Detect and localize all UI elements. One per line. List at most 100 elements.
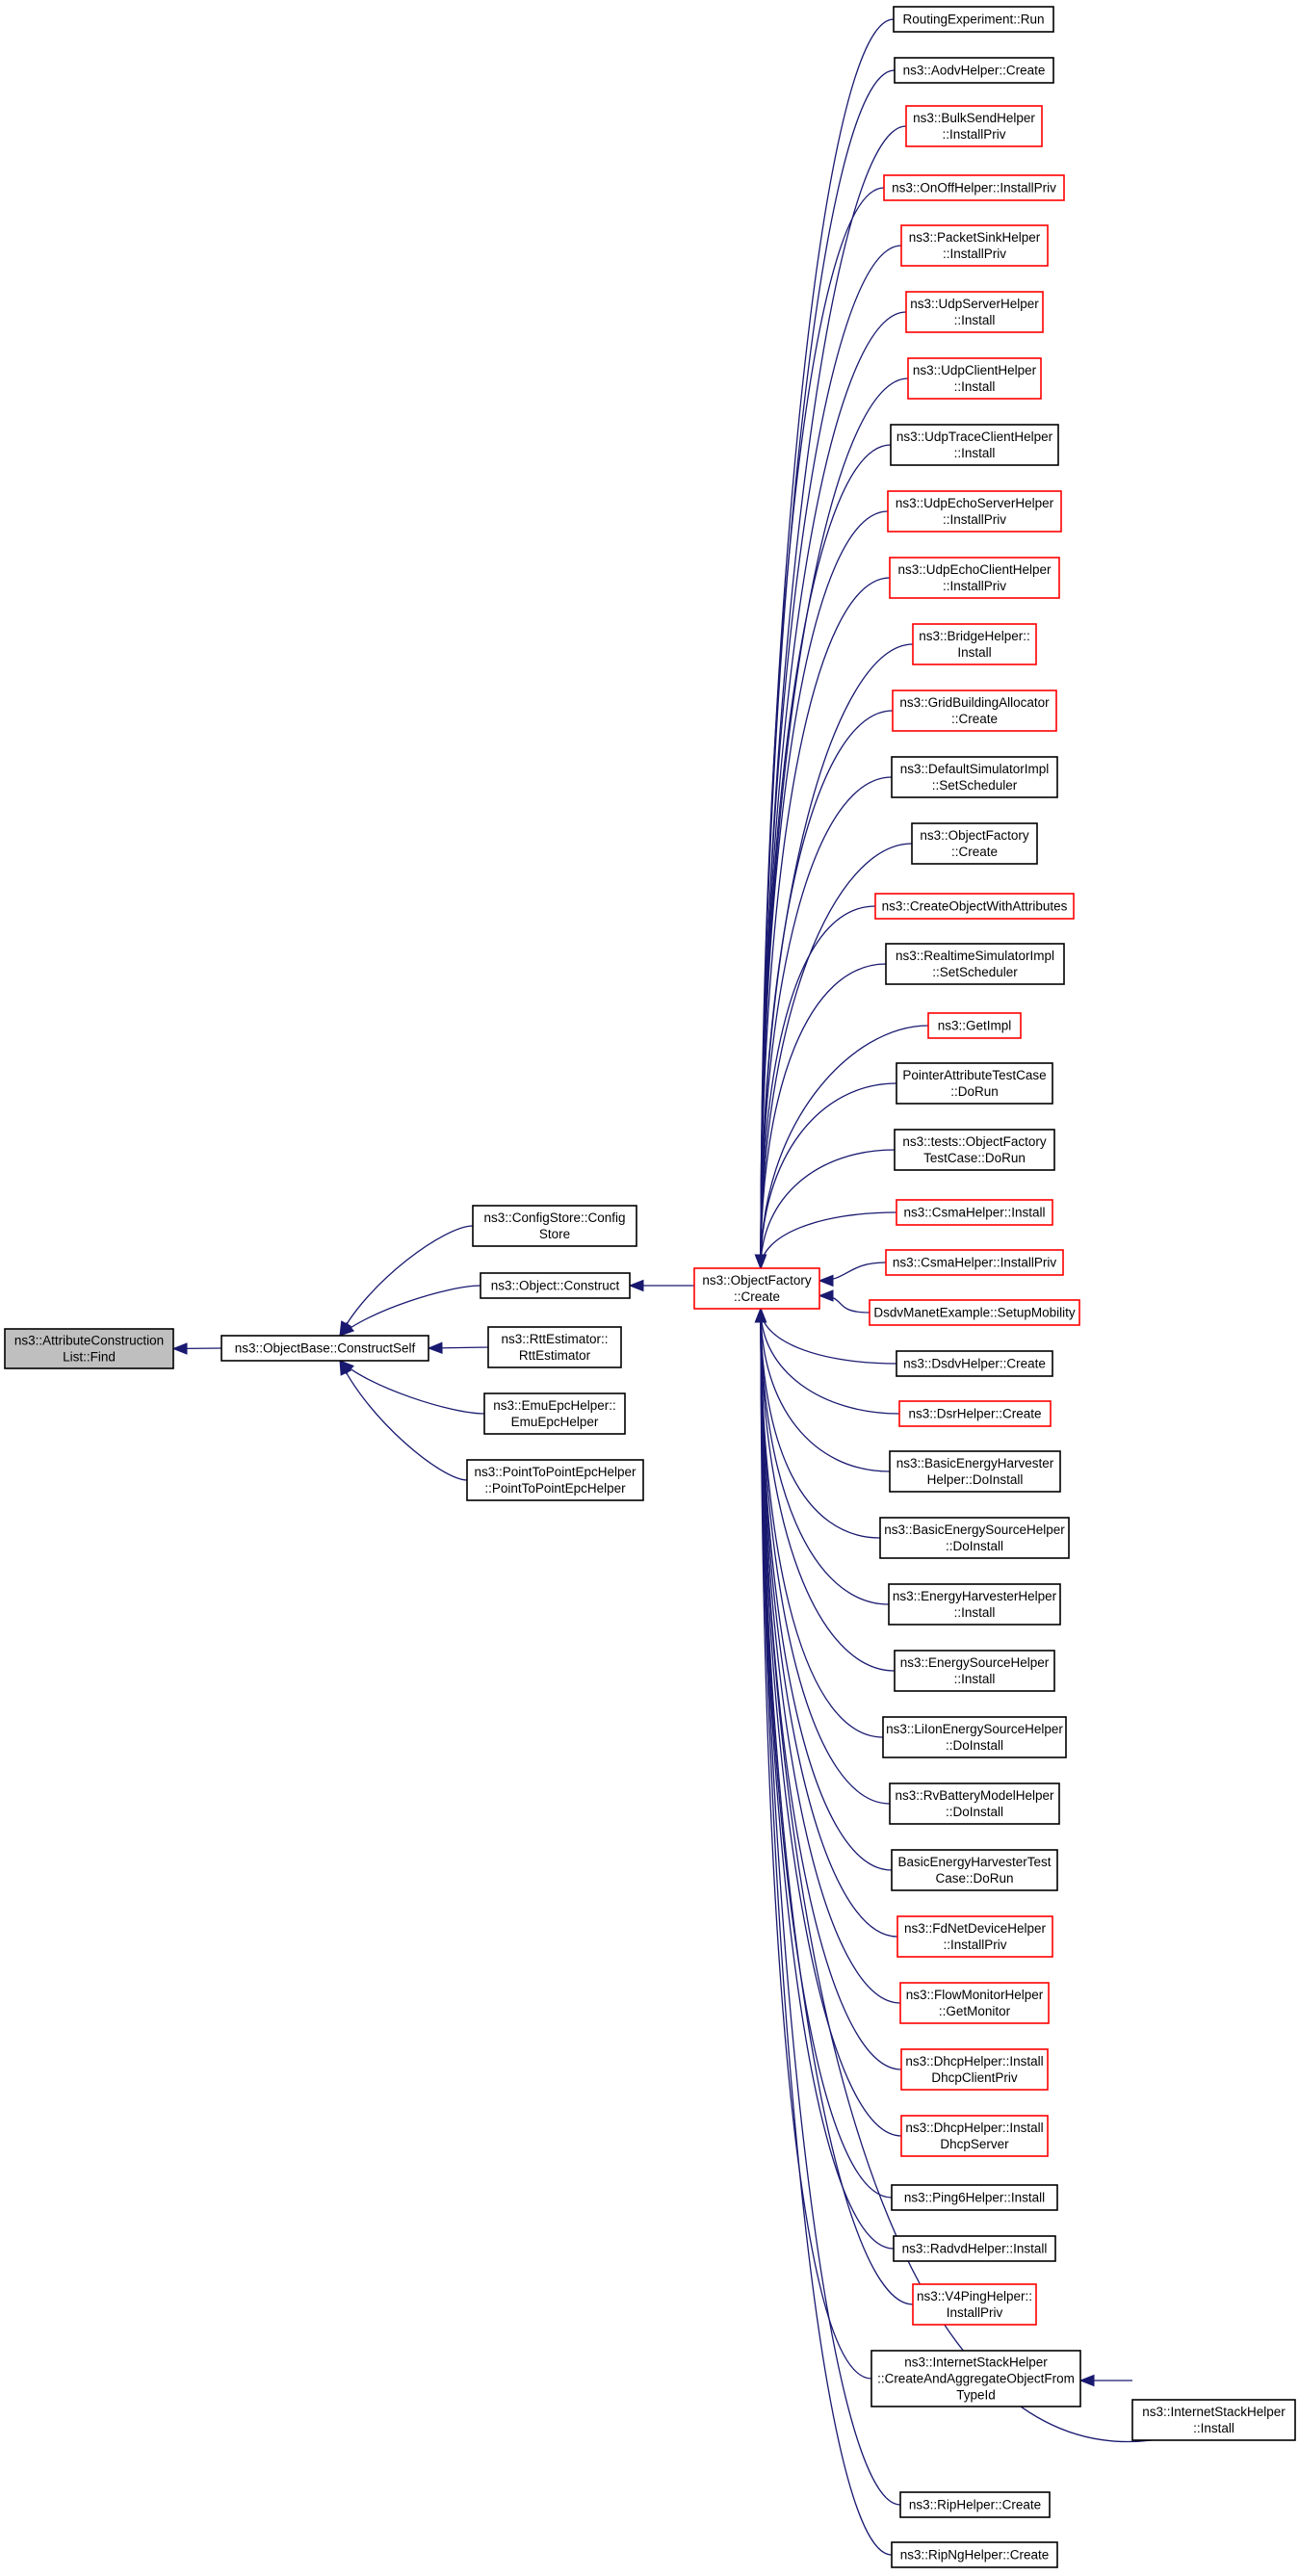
node-p2p_epc-label-1: ::PointToPointEpcHelper <box>484 1481 626 1496</box>
node-c33-box <box>899 1982 1050 2024</box>
node-c27[interactable]: ns3::EnergyHarvesterHelper::Install <box>888 1583 1061 1626</box>
node-c24-box <box>898 1400 1052 1427</box>
node-c29-box <box>882 1716 1067 1758</box>
node-c03[interactable]: ns3::BulkSendHelper::InstallPriv <box>905 105 1043 147</box>
node-c01[interactable]: RoutingExperiment::Run <box>893 6 1054 33</box>
node-c14-box <box>911 822 1038 865</box>
node-c02-box <box>894 57 1054 84</box>
node-rtt_estimator[interactable]: ns3::RttEstimator::RttEstimator <box>487 1326 622 1368</box>
node-c12[interactable]: ns3::GridBuildingAllocator::Create <box>892 690 1057 732</box>
node-p2p_epc[interactable]: ns3::PointToPointEpcHelper::PointToPoint… <box>466 1459 644 1501</box>
node-c14-label-0: ns3::ObjectFactory <box>920 828 1029 843</box>
edge-c35-to-factory <box>760 1308 902 2137</box>
node-c32[interactable]: ns3::FdNetDeviceHelper::InstallPriv <box>896 1915 1053 1958</box>
node-c15[interactable]: ns3::CreateObjectWithAttributes <box>874 893 1075 920</box>
node-c41-box <box>899 2491 1051 2518</box>
node-config_store-label-0: ns3::ConfigStore::Config <box>483 1210 625 1225</box>
node-c33[interactable]: ns3::FlowMonitorHelper::GetMonitor <box>899 1982 1050 2024</box>
node-c09-box <box>887 490 1062 533</box>
node-c02[interactable]: ns3::AodvHelper::Create <box>894 57 1054 84</box>
node-object_construct-label-0: ns3::Object::Construct <box>491 1279 620 1293</box>
node-config_store-label-1: Store <box>539 1227 570 1241</box>
node-c17[interactable]: ns3::GetImpl <box>927 1012 1022 1039</box>
node-c06[interactable]: ns3::UdpServerHelper::Install <box>905 291 1044 333</box>
node-c32-label-0: ns3::FdNetDeviceHelper <box>904 1921 1047 1936</box>
node-c38-label-0: ns3::V4PingHelper:: <box>917 2289 1032 2303</box>
node-c32-label-1: ::InstallPriv <box>943 1938 1006 1952</box>
node-c08-box <box>890 424 1059 466</box>
edge-c18-to-factory <box>760 1082 897 1269</box>
node-c25-box <box>889 1450 1061 1493</box>
node-object_construct[interactable]: ns3::Object::Construct <box>480 1272 631 1299</box>
node-object_factory_create-label-1: ::Create <box>734 1289 780 1304</box>
node-c40-box <box>1131 2399 1296 2441</box>
node-c23[interactable]: ns3::DsdvHelper::Create <box>896 1350 1053 1377</box>
node-c22-label-0: DsdvManetExample::SetupMobility <box>873 1306 1076 1320</box>
node-c11[interactable]: ns3::BridgeHelper::Install <box>912 623 1037 665</box>
node-c29[interactable]: ns3::LiIonEnergySourceHelper::DoInstall <box>882 1716 1067 1758</box>
node-c06-label-0: ns3::UdpServerHelper <box>910 297 1039 311</box>
node-c41[interactable]: ns3::RipHelper::Create <box>899 2491 1051 2518</box>
node-c38[interactable]: ns3::V4PingHelper::InstallPriv <box>912 2283 1037 2326</box>
node-emu_epc-label-1: EmuEpcHelper <box>511 1415 599 1429</box>
node-c10[interactable]: ns3::UdpEchoClientHelper::InstallPriv <box>889 557 1060 599</box>
node-config_store[interactable]: ns3::ConfigStore::ConfigStore <box>472 1205 637 1247</box>
node-c04[interactable]: ns3::OnOffHelper::InstallPriv <box>883 174 1065 201</box>
node-c23-label-0: ns3::DsdvHelper::Create <box>903 1357 1046 1371</box>
edge-p2p_epc-to-construct-self <box>339 1360 468 1481</box>
node-c05[interactable]: ns3::PacketSinkHelper::InstallPriv <box>900 224 1049 267</box>
edge-c13-to-factory <box>760 776 893 1269</box>
node-c39[interactable]: ns3::InternetStackHelper::CreateAndAggre… <box>870 2350 1081 2407</box>
node-c14[interactable]: ns3::ObjectFactory::Create <box>911 822 1038 865</box>
node-c18[interactable]: PointerAttributeTestCase::DoRun <box>896 1062 1053 1105</box>
edge-c03-to-factory <box>760 125 907 1269</box>
node-construct_self[interactable]: ns3::ObjectBase::ConstructSelf <box>221 1335 429 1362</box>
node-c25-label-0: ns3::BasicEnergyHarvester <box>896 1456 1054 1470</box>
node-c40-label-0: ns3::InternetStackHelper <box>1142 2405 1286 2419</box>
edge-p2p_epc-to-construct-self-arrowhead <box>339 1359 351 1376</box>
node-c16[interactable]: ns3::RealtimeSimulatorImpl::SetScheduler <box>885 943 1065 985</box>
node-c38-label-1: InstallPriv <box>947 2305 1003 2320</box>
node-c29-label-0: ns3::LiIonEnergySourceHelper <box>886 1722 1063 1736</box>
node-c28[interactable]: ns3::EnergySourceHelper::Install <box>894 1650 1055 1692</box>
node-c20[interactable]: ns3::CsmaHelper::Install <box>896 1199 1053 1226</box>
node-c28-label-1: ::Install <box>954 1672 996 1686</box>
node-c10-box <box>889 557 1060 599</box>
node-c37-label-0: ns3::RadvdHelper::Install <box>902 2242 1048 2256</box>
edge-c30-to-factory <box>760 1308 891 1805</box>
edge-c25-to-factory <box>760 1308 891 1472</box>
node-c38-box <box>912 2283 1037 2326</box>
node-c03-label-0: ns3::BulkSendHelper <box>913 111 1035 125</box>
node-c21[interactable]: ns3::CsmaHelper::InstallPriv <box>885 1249 1064 1276</box>
node-c35-box <box>900 2115 1049 2157</box>
node-c07-label-0: ns3::UdpClientHelper <box>913 363 1037 377</box>
node-c11-label-1: Install <box>957 645 991 660</box>
node-c08[interactable]: ns3::UdpTraceClientHelper::Install <box>890 424 1059 466</box>
node-c19-box <box>894 1129 1055 1171</box>
node-c30[interactable]: ns3::RvBatteryModelHelper::DoInstall <box>889 1782 1060 1825</box>
node-object_factory_create[interactable]: ns3::ObjectFactory::Create <box>693 1267 820 1310</box>
node-c40[interactable]: ns3::InternetStackHelper::Install <box>1131 2399 1296 2441</box>
node-c36[interactable]: ns3::Ping6Helper::Install <box>891 2184 1058 2211</box>
node-c42[interactable]: ns3::RipNgHelper::Create <box>891 2541 1058 2568</box>
node-c13[interactable]: ns3::DefaultSimulatorImpl::SetScheduler <box>891 756 1058 798</box>
node-c09[interactable]: ns3::UdpEchoServerHelper::InstallPriv <box>887 490 1062 533</box>
edge-c39-to-factory <box>760 1308 872 2380</box>
node-c35-label-0: ns3::DhcpHelper::Install <box>905 2121 1043 2135</box>
node-c26[interactable]: ns3::BasicEnergySourceHelper::DoInstall <box>879 1517 1070 1559</box>
node-c24[interactable]: ns3::DsrHelper::Create <box>898 1400 1052 1427</box>
node-c25[interactable]: ns3::BasicEnergyHarvesterHelper::DoInsta… <box>889 1450 1061 1493</box>
node-c07[interactable]: ns3::UdpClientHelper::Install <box>907 357 1042 400</box>
node-c39-label-2: TypeId <box>956 2388 996 2403</box>
node-emu_epc[interactable]: ns3::EmuEpcHelper::EmuEpcHelper <box>483 1392 626 1435</box>
node-c18-box <box>896 1062 1053 1105</box>
node-c37[interactable]: ns3::RadvdHelper::Install <box>893 2235 1056 2262</box>
node-emu_epc-box <box>483 1392 626 1435</box>
node-c11-box <box>912 623 1037 665</box>
node-c22[interactable]: DsdvManetExample::SetupMobility <box>869 1299 1080 1326</box>
